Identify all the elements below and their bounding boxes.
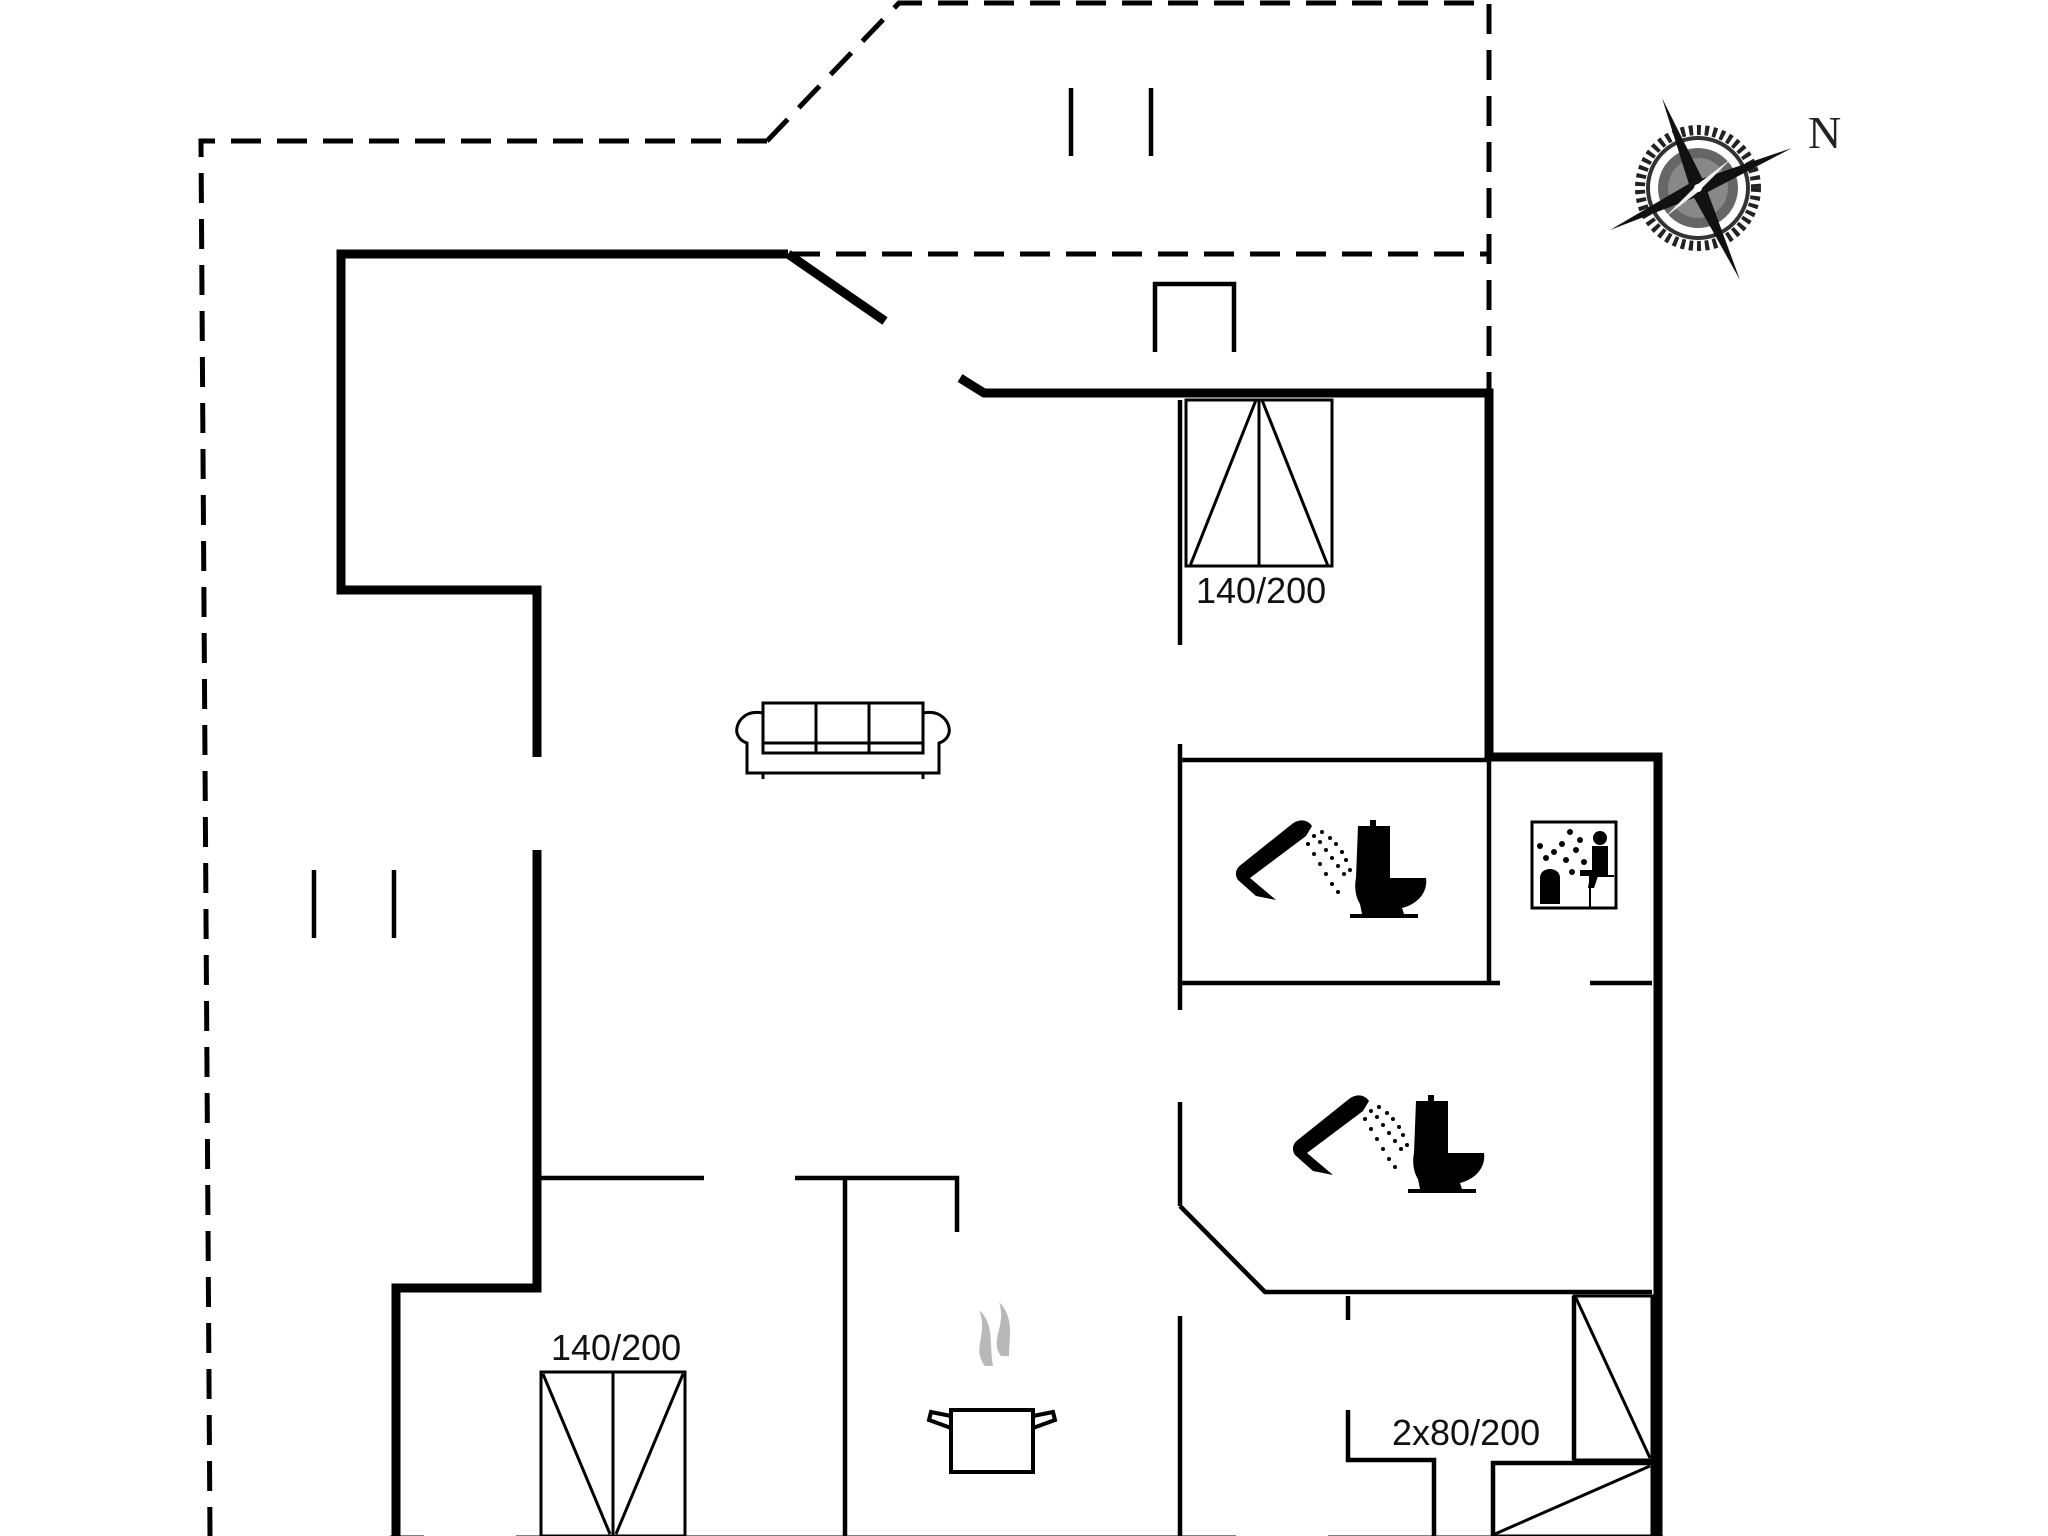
twin-bed-icon [1491, 1294, 1654, 1536]
bed-size-label-top-bedroom: 140/200 [1196, 570, 1327, 611]
double-bed-icon [539, 1370, 687, 1536]
shower-icon [1235, 820, 1352, 900]
bed-size-label-corner-bedroom: 2x80/200 [1392, 1412, 1541, 1453]
exterior-walls [336, 249, 1663, 1536]
toilet-icon [1350, 820, 1427, 918]
terrace-outline [198, 0, 1492, 1536]
cooking-pot-icon [926, 1302, 1058, 1474]
compass-north-label: N [1808, 107, 1842, 158]
sofa-icon [735, 701, 951, 779]
terrace-markers [311, 88, 1237, 938]
compass-rose-icon [1610, 98, 1792, 280]
sauna-icon [1530, 820, 1618, 910]
shower-icon [1292, 1095, 1409, 1175]
bed-size-label-bottom-bedroom: 140/200 [551, 1327, 682, 1368]
double-bed-icon [1184, 398, 1334, 568]
toilet-icon [1408, 1095, 1485, 1193]
